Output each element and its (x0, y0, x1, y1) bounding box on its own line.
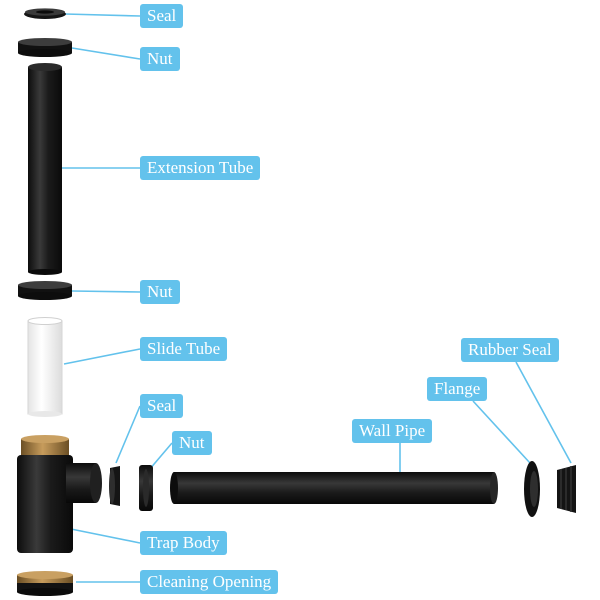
seal-top-part (24, 8, 66, 19)
label-nut-small: Nut (172, 431, 212, 455)
leader-nut-top (71, 47, 141, 60)
extension-tube-part (28, 63, 62, 275)
wall-pipe-part (170, 472, 498, 504)
leader-seal-mid (115, 405, 141, 464)
label-seal-mid: Seal (140, 394, 184, 418)
label-slide-tube: Slide Tube (140, 337, 228, 361)
flange-part (524, 461, 540, 517)
label-cleaning-opening: Cleaning Opening (140, 570, 279, 594)
seal-mid-part (109, 466, 120, 506)
label-flange: Flange (427, 377, 488, 401)
label-seal-top: Seal (140, 4, 184, 28)
label-trap-body: Trap Body (140, 531, 227, 555)
leader-seal-top (64, 13, 141, 17)
label-nut-top: Nut (140, 47, 180, 71)
leader-nut-small (148, 442, 173, 471)
nut-mid-part (18, 281, 72, 300)
slide-tube-part (27, 317, 63, 417)
rubber-seal-part (557, 465, 576, 513)
leader-slide-tube (63, 348, 141, 365)
leader-trap-body (65, 527, 141, 544)
label-rubber-seal: Rubber Seal (461, 338, 559, 362)
label-extension-tube: Extension Tube (140, 156, 261, 180)
label-wall-pipe: Wall Pipe (352, 419, 433, 443)
label-nut-mid: Nut (140, 280, 180, 304)
nut-small-part (139, 465, 153, 511)
nut-top-part (18, 38, 72, 57)
leader-rubber-seal (515, 361, 572, 464)
leader-lines (62, 13, 572, 583)
leader-flange (472, 400, 531, 464)
cleaning-opening-part (17, 571, 73, 596)
trap-body-part (17, 435, 102, 553)
leader-nut-mid (71, 290, 141, 293)
